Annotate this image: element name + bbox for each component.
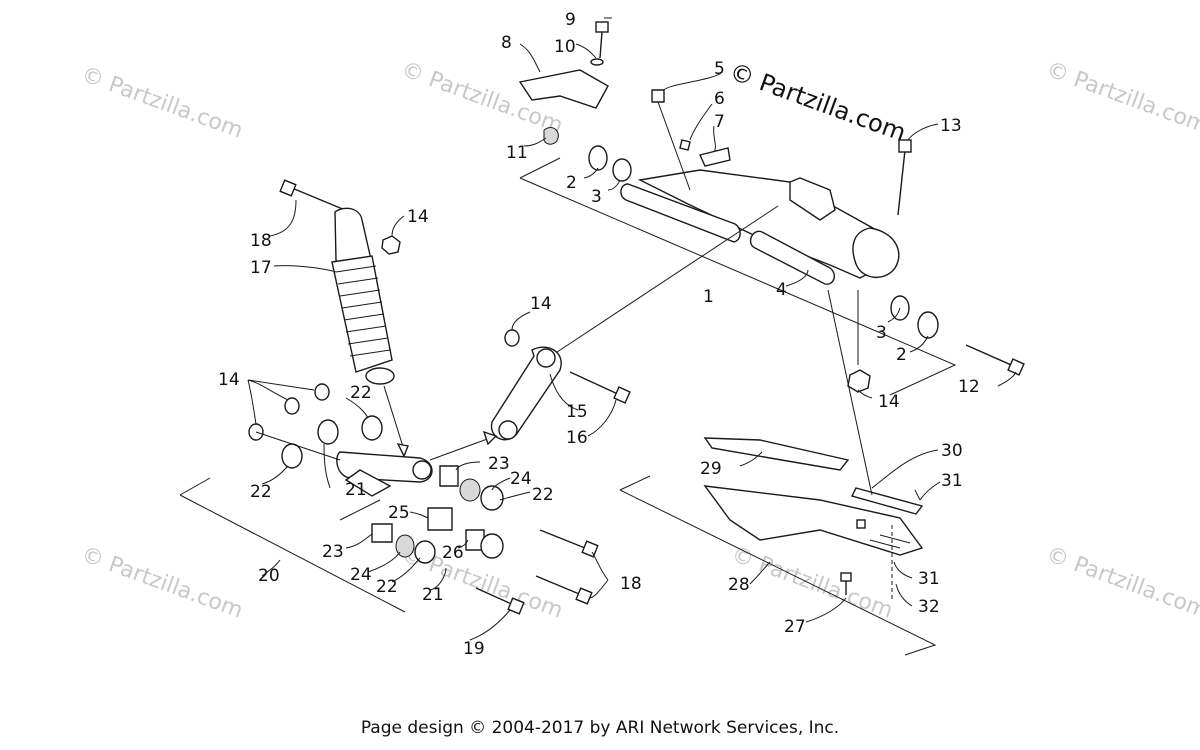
swing-arm-group: [518, 21, 1025, 396]
watermark-faint: © Partzilla.com: [728, 542, 896, 624]
skid-plate-group: [619, 289, 937, 656]
callout-3: 3: [876, 323, 887, 343]
callout-14: 14: [218, 370, 240, 390]
callout-18: 18: [620, 574, 642, 594]
callout-20: 20: [258, 566, 280, 586]
callout-27: 27: [784, 617, 806, 637]
callout-6: 6: [714, 89, 725, 109]
callout-2: 2: [566, 173, 577, 193]
callout-26: 26: [442, 543, 464, 563]
callout-14: 14: [407, 207, 429, 227]
callout-15: 15: [566, 402, 588, 422]
callout-14: 14: [878, 392, 900, 412]
watermark-faint: © Partzilla.com: [1043, 542, 1200, 624]
callout-29: 29: [700, 459, 722, 479]
callout-28: 28: [728, 575, 750, 595]
page-footer: Page design © 2004-2017 by ARI Network S…: [360, 718, 840, 738]
callout-2: 2: [896, 345, 907, 365]
watermark-faint: © Partzilla.com: [78, 542, 246, 624]
callout-21: 21: [422, 585, 444, 605]
leader-lines: [247, 17, 1017, 641]
watermark-faint: © Partzilla.com: [78, 62, 246, 144]
callout-30: 30: [941, 441, 963, 461]
callout-8: 8: [501, 33, 512, 53]
callout-16: 16: [566, 428, 588, 448]
callout-13: 13: [940, 116, 962, 136]
callout-23: 23: [488, 454, 510, 474]
callout-12: 12: [958, 377, 980, 397]
callout-5: 5: [714, 59, 725, 79]
callout-18: 18: [250, 231, 272, 251]
callout-7: 7: [714, 112, 725, 132]
callout-24: 24: [510, 469, 532, 489]
callout-1: 1: [703, 287, 714, 307]
callout-22: 22: [350, 383, 372, 403]
callout-3: 3: [591, 187, 602, 207]
callout-25: 25: [388, 503, 410, 523]
callout-9: 9: [565, 10, 576, 30]
shock-group: [179, 179, 631, 615]
callout-24: 24: [350, 565, 372, 585]
callout-10: 10: [554, 37, 576, 57]
callout-22: 22: [376, 577, 398, 597]
watermark-faint: © Partzilla.com: [1043, 57, 1200, 139]
watermark-main: © Partzilla.com: [726, 57, 910, 147]
callout-11: 11: [506, 143, 528, 163]
callout-19: 19: [463, 639, 485, 659]
callout-21: 21: [345, 480, 367, 500]
callout-32: 32: [918, 597, 940, 617]
callout-22: 22: [250, 482, 272, 502]
callout-31: 31: [941, 471, 963, 491]
callout-23: 23: [322, 542, 344, 562]
callout-17: 17: [250, 258, 272, 278]
callout-4: 4: [776, 280, 787, 300]
callout-14: 14: [530, 294, 552, 314]
callout-labels: 1 2 2 3 3 4 5 6 7 8 9 10 11 12 13 14 14 …: [218, 10, 980, 659]
callout-22: 22: [532, 485, 554, 505]
callout-31: 31: [918, 569, 940, 589]
